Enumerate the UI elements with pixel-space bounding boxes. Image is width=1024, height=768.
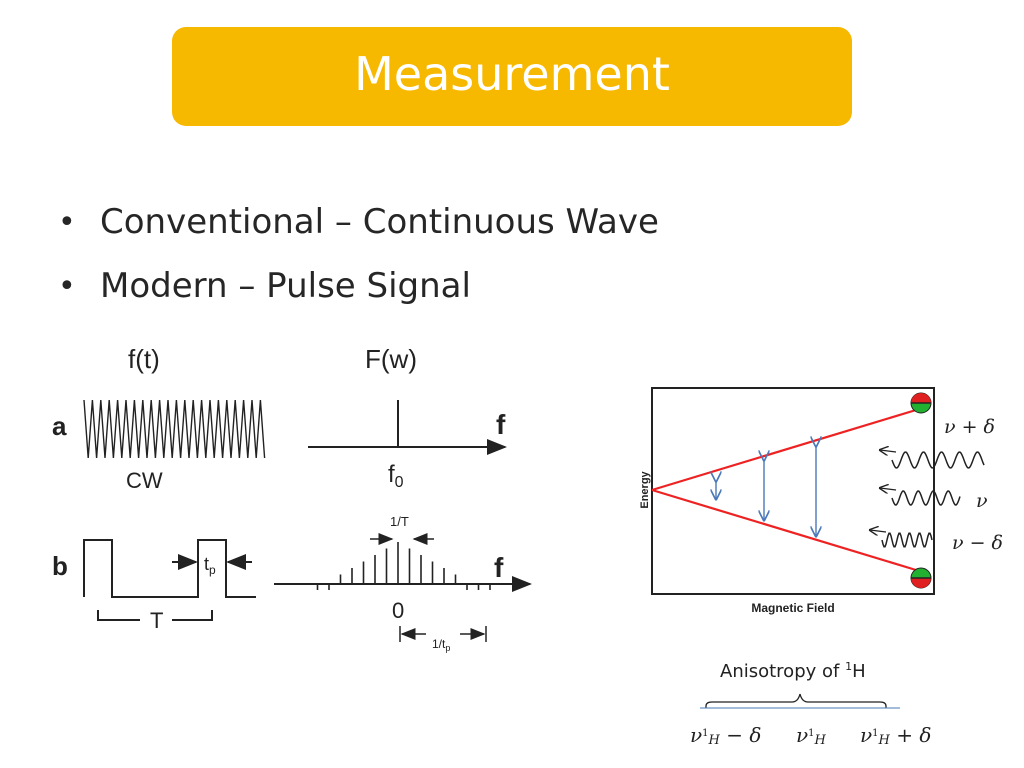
anisotropy-bracket xyxy=(700,693,900,709)
freq-header: F(w) xyxy=(365,344,417,374)
freq-axis-b-label: f xyxy=(494,552,504,583)
slide-title: Measurement xyxy=(354,46,670,101)
nu-plus-label: ν + δ xyxy=(944,416,995,438)
photon-arrow xyxy=(870,530,887,532)
anisotropy-values: ν1H − δ ν1H ν1H + δ xyxy=(690,723,931,748)
bullet-item: • Conventional – Continuous Wave xyxy=(58,190,659,254)
photon-waves xyxy=(870,450,985,548)
magnetic-field-label: Magnetic Field xyxy=(751,601,834,615)
anisotropy-right-value: ν1H + δ xyxy=(860,723,931,748)
inv-tp-label: 1/tp xyxy=(432,637,450,653)
tp-label: tp xyxy=(204,554,216,577)
anisotropy-label: Anisotropy of 1H xyxy=(720,660,866,682)
anisotropy-left-value: ν1H − δ xyxy=(690,723,761,748)
bullet-item: • Modern – Pulse Signal xyxy=(58,254,659,318)
row-b-label: b xyxy=(52,551,68,581)
row-a-label: a xyxy=(52,411,67,441)
bullet-text: Conventional – Continuous Wave xyxy=(100,202,659,242)
cw-wave-line xyxy=(83,399,266,459)
nu-minus-label: ν − δ xyxy=(952,532,1003,554)
photon-wave xyxy=(881,532,933,548)
pulse-diagram: f(t) F(w) a CW f f0 b tp T f 1/T 0 1/tp xyxy=(52,344,532,653)
spin-up-icon xyxy=(910,392,932,414)
zero-label: 0 xyxy=(392,598,404,623)
photon-wave xyxy=(891,451,985,469)
time-header: f(t) xyxy=(128,344,160,374)
bullet-icon: • xyxy=(58,268,76,304)
pulse-train xyxy=(83,539,256,598)
title-bar: Measurement xyxy=(172,27,852,126)
spin-down-icon xyxy=(910,567,932,589)
period-bracket xyxy=(97,610,140,621)
bullet-text: Modern – Pulse Signal xyxy=(100,266,471,306)
freq-axis-a-label: f xyxy=(496,409,506,440)
period-label: T xyxy=(150,608,163,633)
lower-level-line xyxy=(651,488,917,572)
photon-arrow xyxy=(880,450,897,452)
spectrum-lines xyxy=(316,542,491,590)
energy-diagram: Energy Magnetic Field ν + δ ν ν − δ xyxy=(639,387,1003,615)
period-bracket-right xyxy=(172,610,213,621)
inv-T-label: 1/T xyxy=(390,514,409,529)
bullet-icon: • xyxy=(58,204,76,240)
upper-level-line xyxy=(651,408,917,492)
cw-caption: CW xyxy=(126,468,163,493)
nu-label: ν xyxy=(976,490,988,512)
photon-wave xyxy=(891,490,961,506)
cw-wave xyxy=(83,399,266,459)
energy-axis-label: Energy xyxy=(639,470,651,508)
f0-label: f0 xyxy=(388,461,404,491)
anisotropy-center-value: ν1H xyxy=(796,723,827,748)
bullet-list: • Conventional – Continuous Wave • Modern … xyxy=(58,190,659,318)
photon-arrow xyxy=(880,488,897,490)
